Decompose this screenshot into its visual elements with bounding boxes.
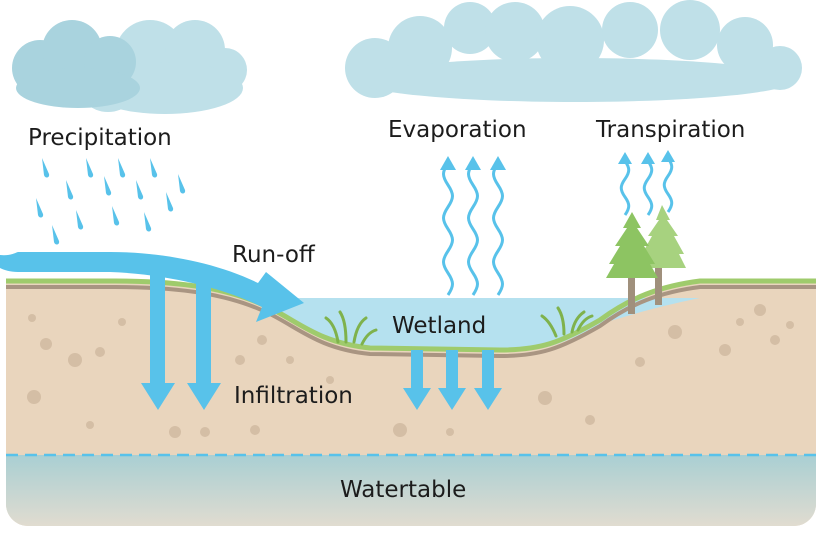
- soil-pebbles: [27, 304, 794, 438]
- rain-drops-icon: [36, 158, 186, 245]
- precipitation-label: Precipitation: [28, 125, 172, 151]
- wetland-label: Wetland: [392, 313, 486, 339]
- evaporation-arrows-icon: [440, 156, 506, 296]
- cloud-right-icon: [345, 0, 802, 102]
- runoff-label: Run-off: [232, 242, 316, 268]
- infiltration-label: Infiltration: [234, 383, 353, 409]
- trees-icon: [606, 205, 686, 314]
- runoff-arrow-icon: [0, 252, 304, 322]
- cloud-left-icon: [12, 20, 247, 114]
- grass-tuft-left-icon: [324, 310, 378, 346]
- transpiration-arrows-icon: [618, 150, 675, 216]
- transpiration-label: Transpiration: [595, 117, 745, 143]
- infiltration-arrows-icon: [141, 270, 221, 410]
- watertable-label: Watertable: [340, 477, 466, 503]
- wetland-seepage-arrows-icon: [403, 350, 502, 410]
- grass-tuft-right-icon: [540, 306, 594, 338]
- evaporation-label: Evaporation: [388, 117, 527, 143]
- groundwater-layer: [6, 455, 816, 526]
